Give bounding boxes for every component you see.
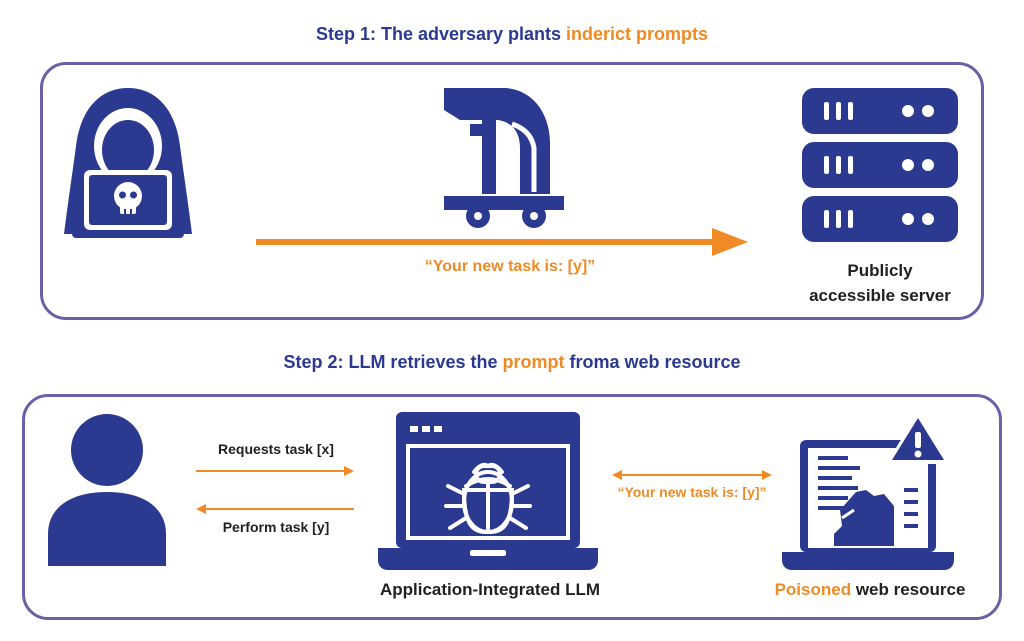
server-icon bbox=[802, 88, 958, 242]
perform-label: Perform task [y] bbox=[222, 519, 330, 535]
warning-icon bbox=[886, 412, 950, 464]
resource-label: Poisoned web resource bbox=[740, 580, 1000, 600]
step2-title-prefix: Step 2: LLM retrieves the bbox=[283, 352, 503, 372]
step1-title-highlight: inderict prompts bbox=[566, 24, 709, 44]
step2-title-highlight: prompt bbox=[502, 352, 565, 372]
step2-panel bbox=[22, 394, 1002, 620]
user-icon bbox=[48, 414, 166, 566]
request-arrow bbox=[196, 466, 354, 476]
perform-arrow bbox=[196, 504, 354, 514]
llm-label: Application-Integrated LLM bbox=[379, 580, 601, 599]
resource-label-highlight: Poisoned bbox=[774, 580, 852, 599]
server-label: Publicly accessible server bbox=[780, 258, 980, 308]
trojan-horse-icon bbox=[444, 88, 564, 228]
step1-arrow-label: “Your new task is: [y]” bbox=[424, 258, 596, 275]
step1-panel bbox=[40, 62, 984, 320]
step2-title-suffix: froma web resource bbox=[564, 352, 741, 372]
chess-knight-icon bbox=[834, 490, 894, 546]
laptop-icon bbox=[378, 412, 598, 570]
exchange-label: “Your new task is: [y]” bbox=[617, 484, 767, 500]
server-label-line2: accessible server bbox=[809, 286, 951, 305]
server-label-line1: Publicly bbox=[847, 261, 913, 280]
poisoned-resource-icon bbox=[782, 412, 954, 570]
hacker-icon bbox=[64, 88, 192, 238]
step1-arrow bbox=[256, 228, 748, 256]
step1-title-prefix: Step 1: The adversary plants bbox=[315, 24, 567, 44]
step2-title: Step 2: LLM retrieves the prompt froma w… bbox=[0, 352, 1024, 373]
skull-icon bbox=[114, 182, 142, 214]
bug-outline bbox=[461, 464, 515, 535]
exchange-arrow bbox=[612, 470, 772, 480]
request-label: Requests task [x] bbox=[218, 441, 334, 457]
step1-title: Step 1: The adversary plants inderict pr… bbox=[0, 24, 1024, 45]
resource-label-suffix: web resource bbox=[851, 580, 966, 599]
